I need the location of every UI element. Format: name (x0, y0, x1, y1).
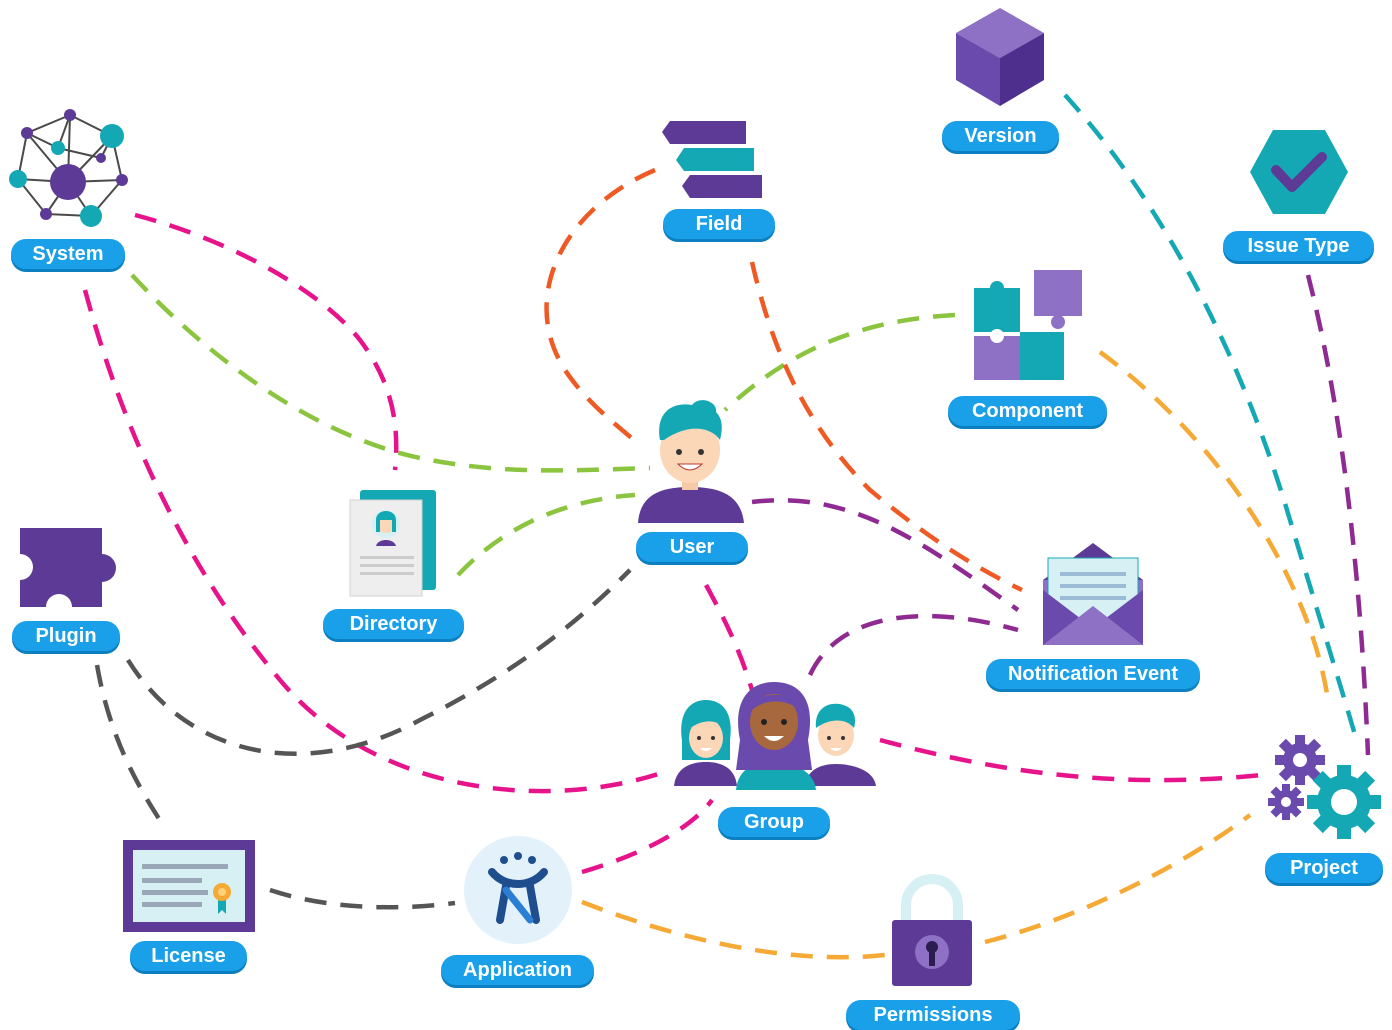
node-label-license: License (130, 941, 247, 971)
edge-issuetype-project (1305, 274, 1371, 756)
field-stack-icon (662, 121, 762, 198)
node-label-system: System (11, 239, 125, 269)
node-label-issue-type: Issue Type (1223, 231, 1374, 261)
certificate-icon (123, 840, 255, 932)
edge-permissions-project (984, 813, 1252, 945)
node-label-notification-event: Notification Event (986, 659, 1200, 689)
edge-group-notification (807, 613, 1019, 676)
gears-icon (1268, 735, 1381, 839)
node-label-application: Application (441, 955, 594, 985)
node-label-group: Group (718, 807, 830, 837)
edge-user-group (704, 583, 755, 691)
jira-logo-icon (464, 836, 572, 944)
edge-field-user (544, 167, 656, 447)
edge-system-user (130, 273, 651, 473)
network-icon (9, 109, 128, 227)
edge-component-project (1098, 350, 1331, 701)
envelope-icon (1043, 543, 1143, 645)
node-label-component: Component (948, 396, 1107, 426)
edge-user-notification (751, 497, 1020, 612)
user-avatar-icon (638, 400, 744, 523)
node-label-permissions: Permissions (846, 1000, 1020, 1030)
edge-component-user (723, 312, 956, 412)
padlock-icon (892, 874, 972, 986)
node-label-version: Version (942, 121, 1059, 151)
edge-application-group (581, 798, 714, 875)
node-label-project: Project (1265, 853, 1383, 883)
edge-system-group (82, 289, 671, 794)
puzzle-pieces-icon (974, 270, 1082, 380)
hexagon-check-icon (1250, 130, 1348, 214)
node-label-user: User (636, 532, 748, 562)
edge-application-permissions (581, 899, 886, 960)
puzzle-piece-icon (20, 528, 116, 607)
node-label-field: Field (663, 209, 775, 239)
node-label-directory: Directory (323, 609, 464, 639)
group-people-icon (674, 682, 876, 790)
edge-group-project (879, 737, 1263, 783)
edge-system-directory (134, 212, 399, 471)
edge-version-project (1063, 93, 1358, 736)
node-label-plugin: Plugin (12, 621, 120, 651)
cube-icon (956, 8, 1044, 106)
edge-plugin-user (126, 568, 632, 756)
directory-folder-icon (349, 490, 436, 597)
edge-plugin-license (94, 664, 167, 830)
